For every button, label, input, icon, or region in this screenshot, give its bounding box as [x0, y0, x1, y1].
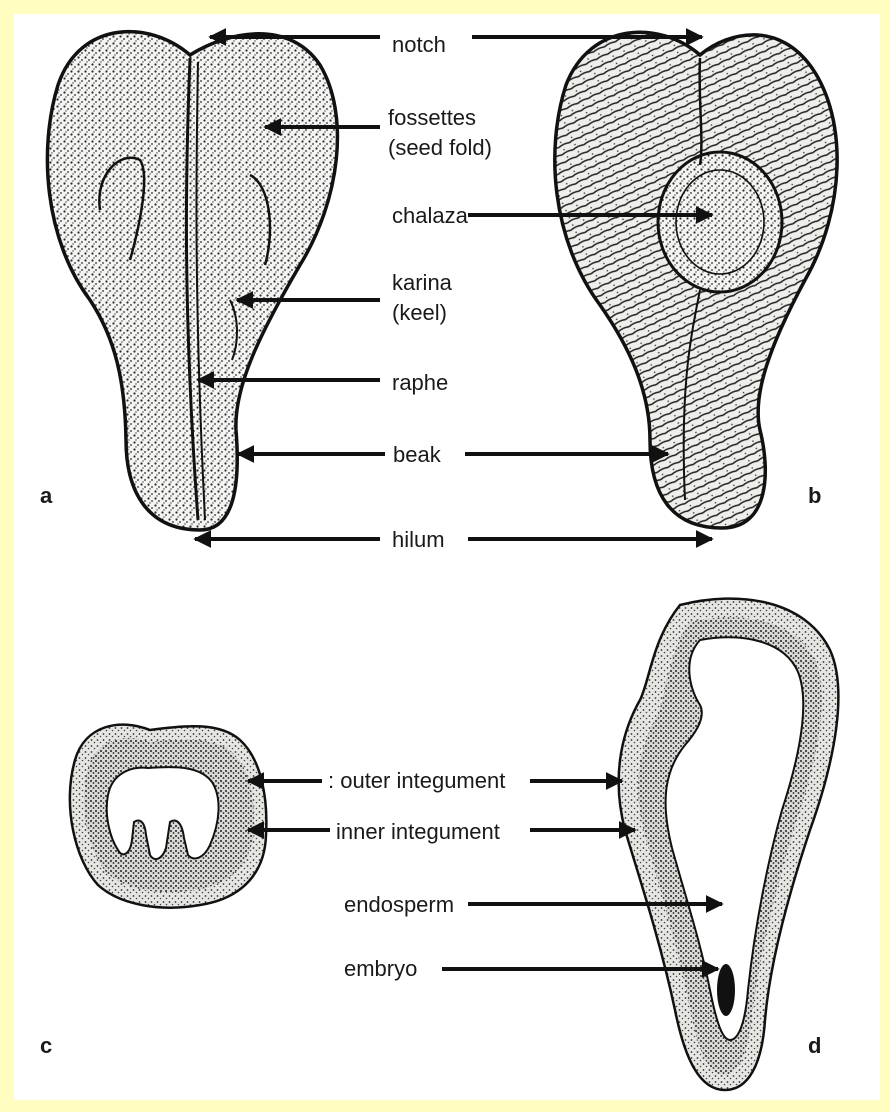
panel-label-d: d	[808, 1033, 821, 1058]
label-hilum: hilum	[392, 527, 445, 552]
label-endosperm: endosperm	[344, 892, 454, 917]
label-beak: beak	[393, 442, 442, 467]
embryo-mark	[717, 964, 735, 1016]
label-fossettes-sub: (seed fold)	[388, 135, 492, 160]
label-chalaza: chalaza	[392, 203, 469, 228]
label-raphe: raphe	[392, 370, 448, 395]
label-karina: karina	[392, 270, 453, 295]
label-inner-integument: inner integument	[336, 819, 500, 844]
label-fossettes: fossettes	[388, 105, 476, 130]
label-embryo: embryo	[344, 956, 417, 981]
label-outer-integument: : outer integument	[328, 768, 505, 793]
section-c-drawing	[70, 725, 267, 908]
label-karina-sub: (keel)	[392, 300, 447, 325]
panel-label-a: a	[40, 483, 53, 508]
panel-label-b: b	[808, 483, 821, 508]
panel-label-c: c	[40, 1033, 52, 1058]
label-notch: notch	[392, 32, 446, 57]
